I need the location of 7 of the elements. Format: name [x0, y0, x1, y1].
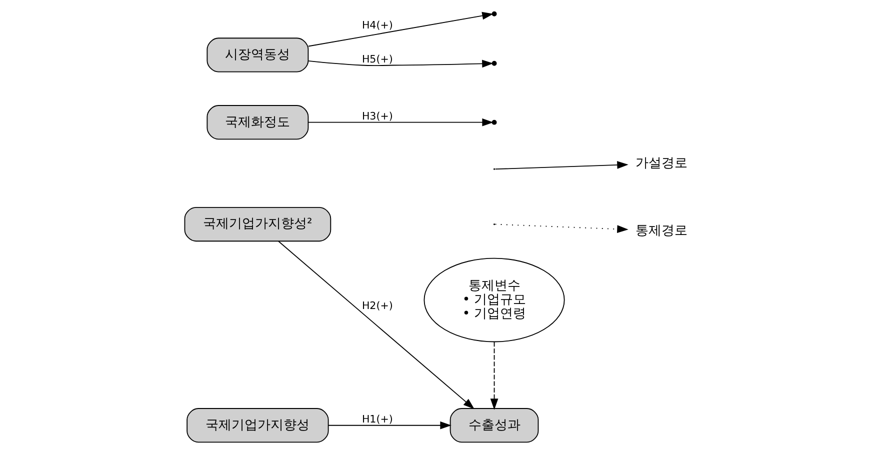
edge-label: H4(+)	[362, 20, 393, 32]
edge-label: H3(+)	[362, 110, 393, 122]
legend-label: 통제경로	[636, 223, 688, 238]
legend-label: 가설경로	[636, 156, 688, 171]
edge-label: H2(+)	[362, 300, 393, 312]
edge-label: H1(+)	[362, 413, 393, 426]
edge-label: H5(+)	[362, 53, 393, 66]
